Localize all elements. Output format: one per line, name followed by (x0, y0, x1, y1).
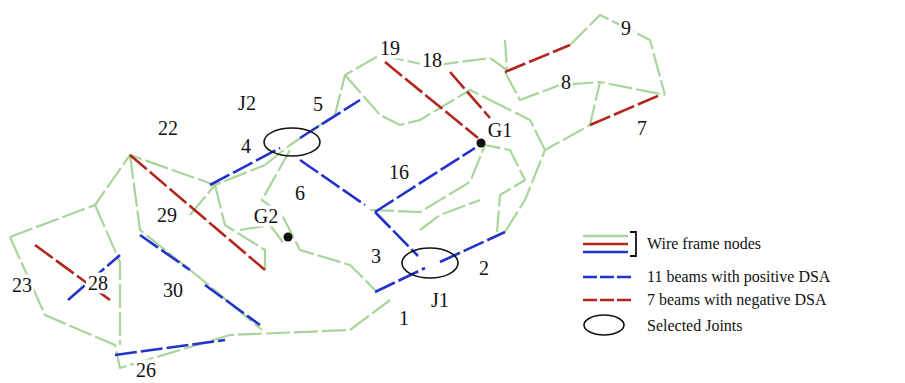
callout-number: J2 (236, 93, 258, 114)
callout-number: J1 (429, 290, 451, 311)
callout-number: 4 (239, 136, 253, 157)
callout-number: 19 (378, 38, 402, 59)
legend-text: 7 beams with negative DSA (645, 291, 829, 309)
callout-number: 1 (397, 308, 411, 329)
legend-text: Selected Joints (645, 317, 745, 335)
callout-number: 26 (134, 359, 158, 380)
callout-number: 8 (559, 72, 573, 93)
callout-number: 22 (156, 118, 180, 139)
callout-number: 16 (387, 162, 411, 183)
callout-number: 23 (10, 275, 34, 296)
legend-swatch (583, 299, 632, 302)
callout-number: 30 (161, 280, 185, 301)
callout-number: 2 (477, 258, 491, 279)
callout-number: 7 (635, 118, 649, 139)
callout-number: 6 (293, 183, 307, 204)
callout-number: 5 (311, 94, 325, 115)
callout-number: G2 (252, 206, 280, 227)
callout-number: 29 (155, 205, 179, 226)
callout-number: 28 (86, 273, 110, 294)
callout-number: G1 (486, 120, 514, 141)
legend-text: Wire frame nodes (645, 235, 763, 253)
legend-swatch (583, 276, 632, 279)
callout-number: 18 (420, 50, 444, 71)
callout-number: 9 (619, 18, 633, 39)
legend-text: 11 beams with positive DSA (645, 268, 832, 286)
callout-number: 3 (369, 246, 383, 267)
